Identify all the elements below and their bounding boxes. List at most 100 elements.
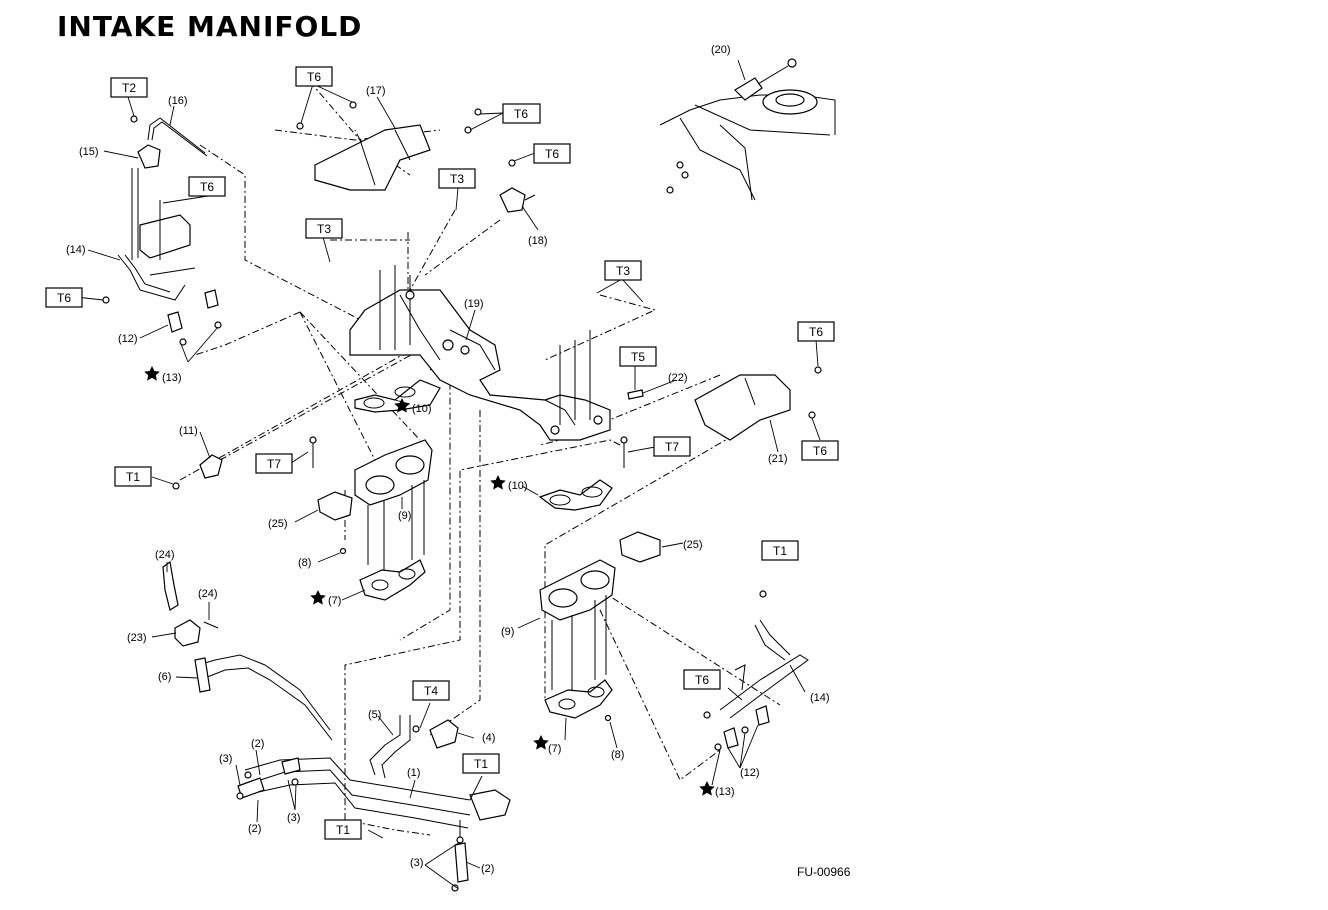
part-label: (24) [198,588,218,600]
part-label: (7) [548,743,561,755]
svg-text:T6: T6 [545,147,559,161]
svg-text:T6: T6 [307,70,321,84]
part-label: (2) [248,823,261,835]
part-label: (25) [683,539,703,551]
svg-text:T6: T6 [695,673,709,687]
part-label: (13) [715,786,735,798]
svg-text:T6: T6 [809,325,823,339]
torque-box: T6 [502,103,541,124]
part-label: (21) [768,453,788,465]
part-label: (2) [481,863,494,875]
part-25-valves [317,491,661,563]
svg-text:T4: T4 [424,684,438,698]
torque-box: T6 [797,321,835,342]
torque-box: T6 [188,176,226,197]
part-9-throttle-body-right [539,559,616,719]
part-label: (2) [251,738,264,750]
svg-text:T2: T2 [122,81,136,95]
svg-text:T6: T6 [200,180,214,194]
torque-box: T1 [324,819,362,840]
part-label: (1) [407,767,420,779]
part-label: (20) [711,44,731,56]
part-4-5 [369,715,459,779]
part-label: (5) [368,709,381,721]
svg-text:T1: T1 [474,757,488,771]
part-label: (4) [482,732,495,744]
part-label: (16) [168,95,188,107]
part-21-cover [694,366,822,441]
torque-box: T1 [114,466,152,487]
part-label: (9) [501,626,514,638]
part-14-fuel-rail-right [703,590,809,719]
torque-box: T6 [801,440,839,461]
star-marks [144,366,715,796]
part-22 [627,389,644,400]
part-label: (25) [268,518,288,530]
torque-box: T4 [412,680,450,701]
svg-text:T7: T7 [267,457,281,471]
part-label: (12) [118,333,138,345]
part-label: (3) [287,812,300,824]
torque-box: T1 [462,753,500,774]
svg-text:T7: T7 [665,440,679,454]
part-label: (7) [328,595,341,607]
torque-spec-boxes: T2 T6 T6 T6 T6 T6 T3 T3 T3 T5 T6 T6 T7 T… [45,66,839,840]
part-label: (14) [810,692,830,704]
svg-text:T1: T1 [336,823,350,837]
part-12-injectors-left [102,289,222,346]
part-label: (11) [179,425,198,437]
part-label: (23) [127,632,147,644]
part-label: (17) [366,85,386,97]
torque-box: T1 [761,540,799,561]
part-label: (10) [508,480,528,492]
part-label: (22) [668,372,688,384]
svg-text:T6: T6 [57,291,71,305]
part-1-fuel-lines [236,757,511,892]
leader-lines [75,59,821,889]
part-9-throttle-body-left [354,439,433,601]
torque-box: T3 [604,260,642,281]
part-label: (15) [79,146,99,158]
svg-text:T6: T6 [514,107,528,121]
svg-text:T5: T5 [631,350,645,364]
part-14-fuel-rail-left [117,168,196,301]
svg-text:T1: T1 [126,470,140,484]
part-label: (12) [740,767,760,779]
part-label: (3) [410,857,423,869]
part-label: (13) [162,372,182,384]
part-labels: (20) (17) (16) (15) (14) (12) (13) (18) … [66,44,830,875]
part-6-fuel-pipe [194,654,333,741]
torque-box: T2 [110,77,148,98]
part-label: (8) [298,557,311,569]
part-11 [172,454,223,490]
part-10-gaskets [354,379,613,511]
torque-box: T6 [683,669,721,690]
torque-box: T3 [305,218,343,239]
part-label: (24) [155,549,175,561]
torque-box: T3 [438,168,476,189]
part-8-pins [339,547,612,722]
part-12-injectors-right [714,705,770,751]
part-17-bracket [296,101,482,191]
part-label: (8) [611,749,624,761]
torque-box: T6 [45,287,83,308]
part-label: (18) [528,235,548,247]
figure-code: FU-00966 [797,865,851,879]
part-label: (9) [398,510,411,522]
part-18 [499,159,536,213]
t7-bolts [309,436,628,468]
part-23-24 [162,560,219,647]
svg-text:T1: T1 [773,544,787,558]
part-label: (6) [158,671,171,683]
torque-box: T5 [619,346,657,367]
svg-text:T3: T3 [317,222,331,236]
svg-text:T6: T6 [813,444,827,458]
torque-box: T6 [295,66,333,87]
part-label: (14) [66,244,86,256]
part-19-intake-manifold [349,265,611,441]
torque-box: T6 [533,143,571,164]
part-label: (10) [412,403,432,415]
torque-box: T7 [255,453,293,474]
part-label: (19) [464,298,484,310]
